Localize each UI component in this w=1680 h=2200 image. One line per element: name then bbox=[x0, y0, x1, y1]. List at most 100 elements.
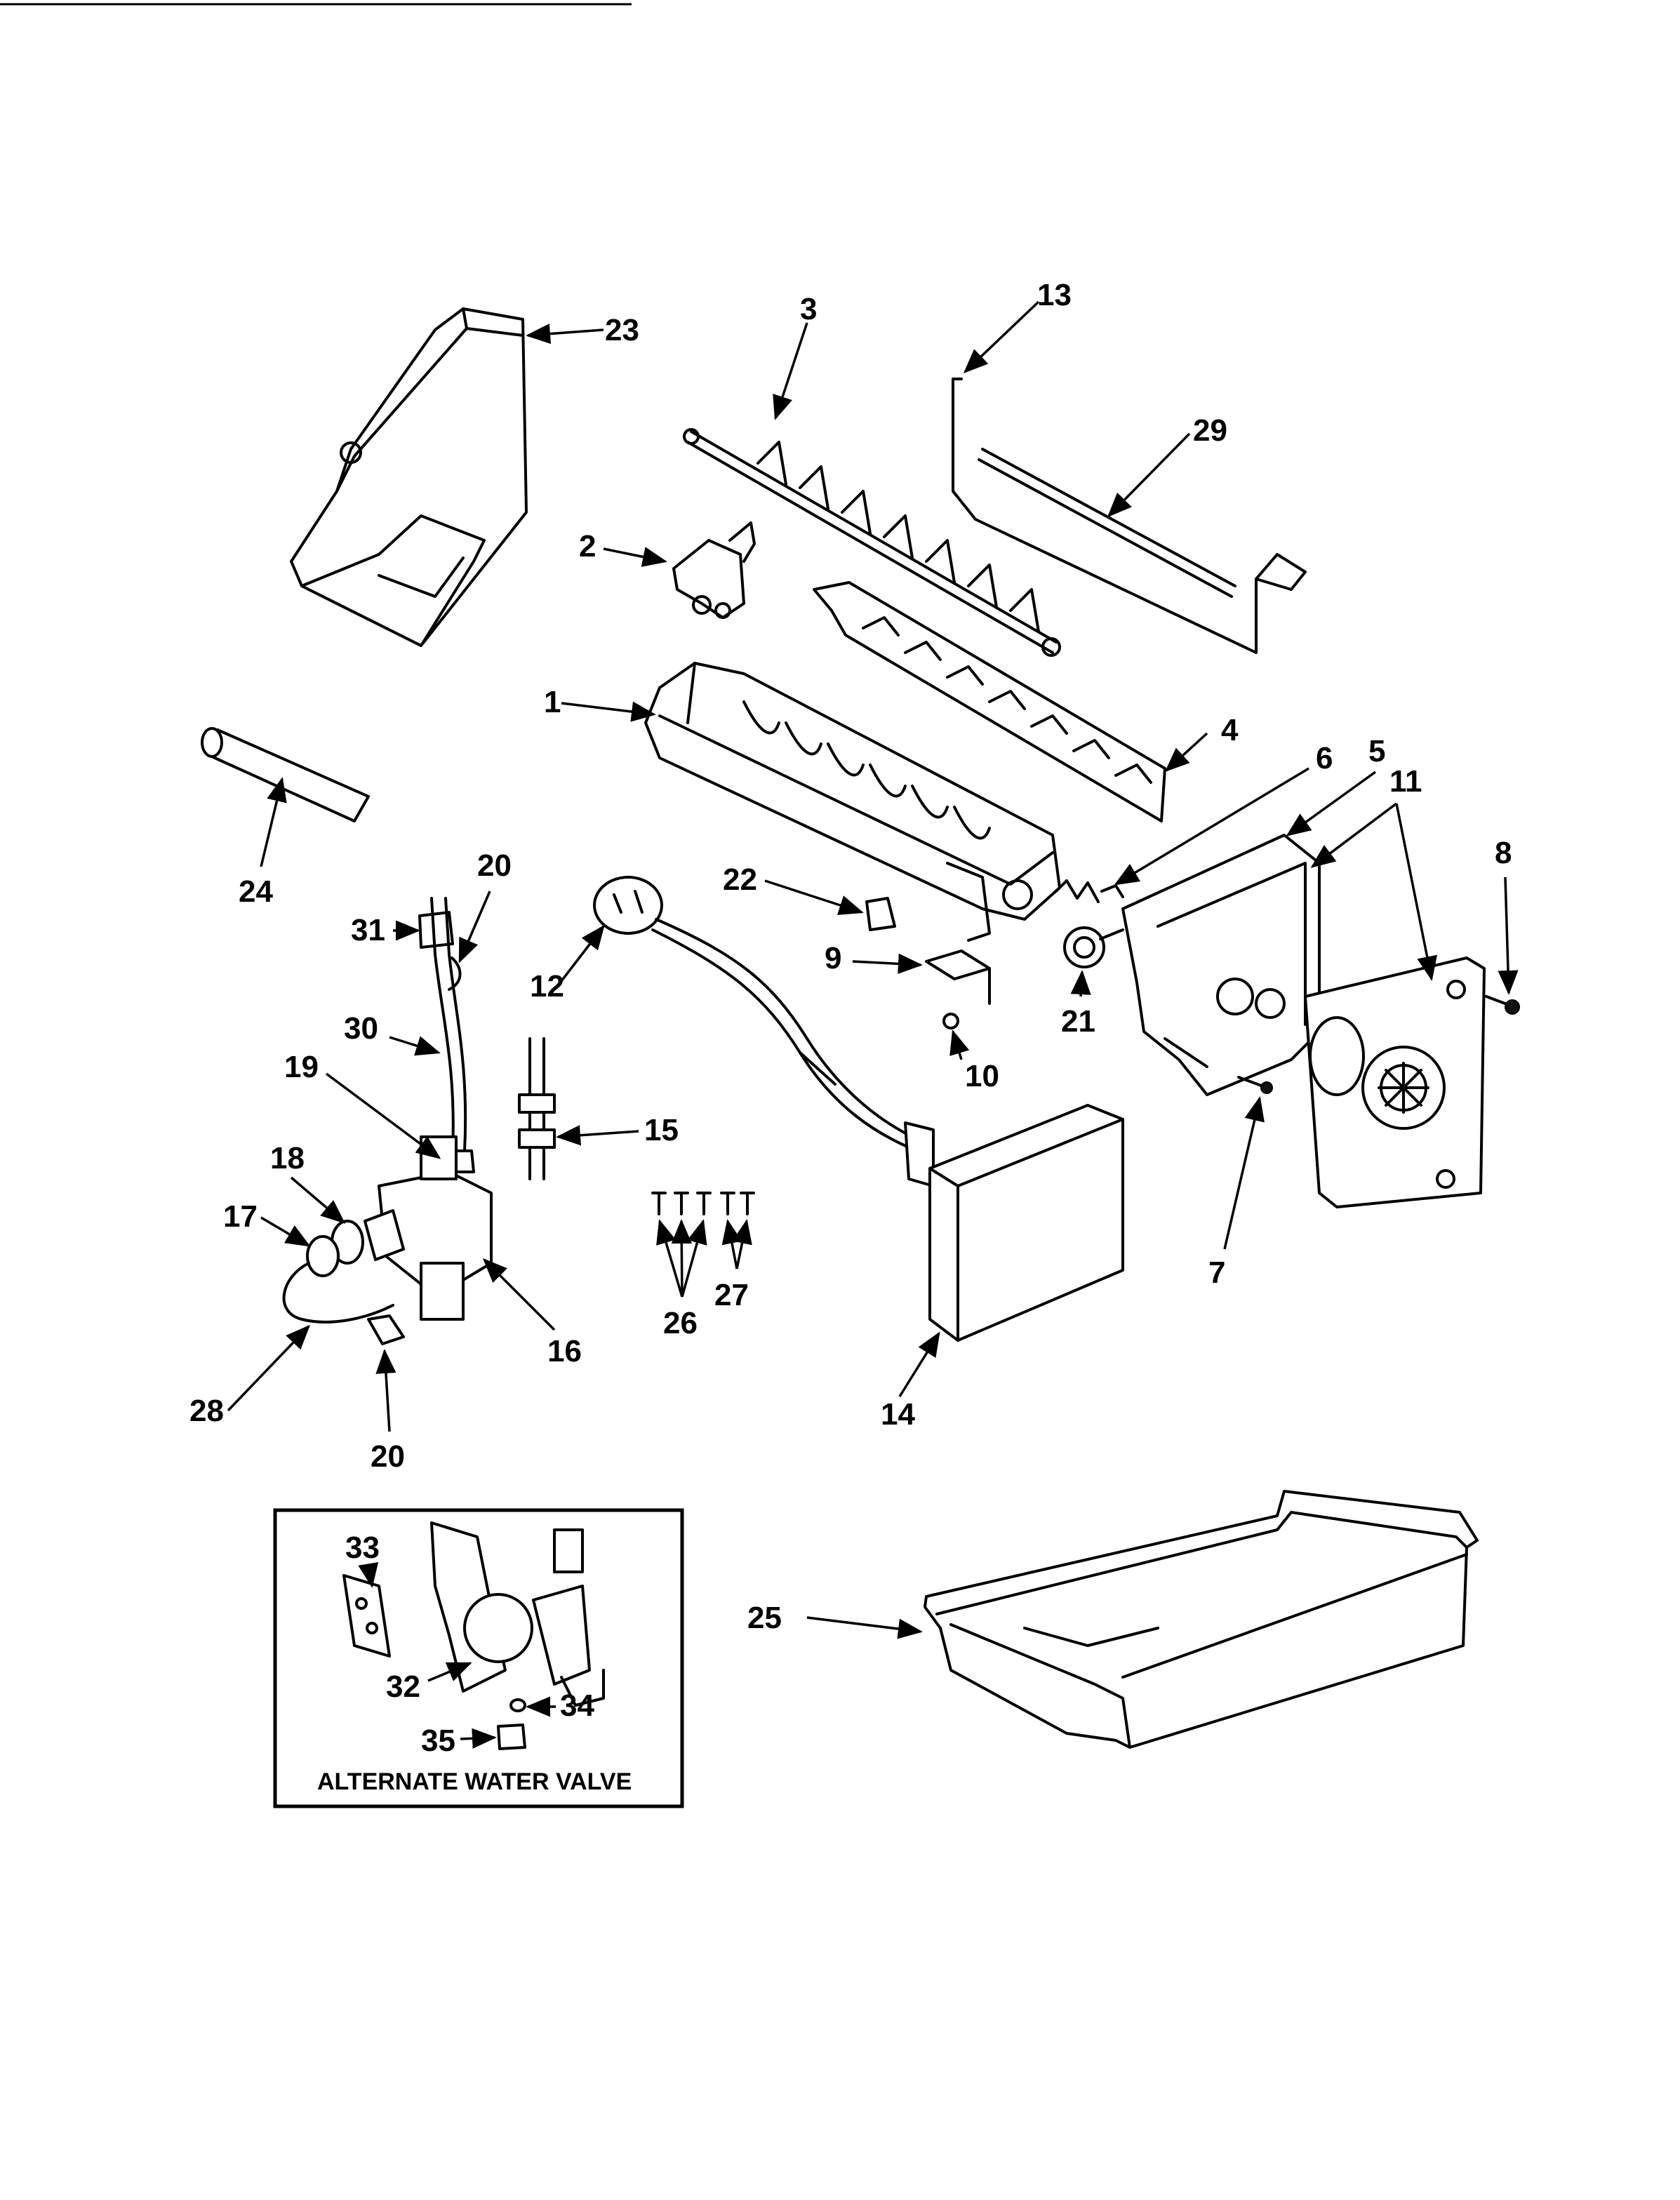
part-13-shutoff-arm bbox=[952, 378, 1307, 654]
label-14: 14 bbox=[881, 1397, 915, 1432]
part-8-screw bbox=[1485, 995, 1520, 1015]
leader-21 bbox=[1070, 970, 1091, 997]
part-29-tube bbox=[978, 448, 1236, 598]
alternate-water-valve-inset bbox=[273, 1508, 684, 1808]
label-22: 22 bbox=[723, 862, 757, 897]
part-7-screw bbox=[1237, 1076, 1273, 1094]
label-12: 12 bbox=[530, 969, 564, 1004]
leader-35 bbox=[460, 1728, 497, 1749]
leader-13 bbox=[963, 300, 1040, 374]
part-34-washer bbox=[509, 1698, 526, 1712]
leader-26a bbox=[656, 1219, 684, 1298]
label-2: 2 bbox=[579, 529, 596, 564]
leader-7 bbox=[1223, 1096, 1265, 1250]
leader-5 bbox=[1286, 771, 1377, 836]
part-14-cover bbox=[928, 1104, 1124, 1342]
leader-27b bbox=[732, 1219, 752, 1269]
label-9: 9 bbox=[825, 941, 841, 975]
label-20-top: 20 bbox=[477, 848, 512, 883]
leader-10 bbox=[949, 1029, 970, 1060]
leader-14 bbox=[898, 1331, 940, 1397]
leader-29 bbox=[1107, 432, 1191, 518]
label-21: 21 bbox=[1061, 1004, 1095, 1039]
label-34: 34 bbox=[560, 1688, 594, 1723]
part-17-cap bbox=[306, 1235, 340, 1277]
label-33: 33 bbox=[345, 1531, 380, 1565]
leader-23 bbox=[526, 324, 604, 345]
leader-1 bbox=[561, 701, 656, 722]
label-35: 35 bbox=[421, 1724, 455, 1758]
leader-30 bbox=[389, 1036, 441, 1056]
label-15: 15 bbox=[644, 1113, 679, 1147]
label-7: 7 bbox=[1208, 1255, 1225, 1290]
label-31: 31 bbox=[351, 913, 385, 947]
part-labels: 23 3 13 29 2 1 4 6 5 11 8 24 20 31 22 9 … bbox=[189, 278, 1512, 1795]
label-23: 23 bbox=[605, 313, 639, 347]
leader-28 bbox=[227, 1324, 311, 1412]
label-4: 4 bbox=[1221, 713, 1239, 747]
part-4-stripper bbox=[813, 581, 1166, 822]
leader-17 bbox=[260, 1216, 311, 1247]
leader-11a bbox=[1310, 802, 1398, 868]
part-6-spring bbox=[1055, 879, 1124, 903]
leader-26b bbox=[671, 1219, 692, 1298]
part-31-coupling bbox=[418, 911, 454, 949]
leader-12 bbox=[560, 924, 605, 982]
part-22-clip bbox=[865, 897, 896, 931]
part-21-thermostat bbox=[1063, 926, 1124, 968]
leader-25 bbox=[806, 1616, 923, 1639]
part-9-clip bbox=[925, 949, 991, 1005]
part-23-fill-cup bbox=[290, 307, 528, 647]
part-26-screws bbox=[651, 1192, 712, 1215]
leader-11b bbox=[1395, 803, 1438, 981]
part-16-water-valve bbox=[364, 1135, 493, 1321]
label-8: 8 bbox=[1495, 836, 1512, 870]
label-16: 16 bbox=[547, 1334, 582, 1368]
label-20-bottom: 20 bbox=[371, 1439, 405, 1474]
label-24: 24 bbox=[239, 874, 273, 909]
label-18: 18 bbox=[270, 1141, 305, 1175]
leader-8 bbox=[1498, 876, 1519, 995]
leader-4 bbox=[1164, 732, 1208, 772]
leader-27a bbox=[721, 1219, 742, 1269]
part-12-wire-harness bbox=[593, 876, 935, 1187]
leader-19 bbox=[325, 1072, 441, 1159]
leader-20a bbox=[458, 891, 491, 964]
leader-33 bbox=[358, 1561, 379, 1588]
leader-16 bbox=[482, 1258, 556, 1331]
label-30: 30 bbox=[344, 1011, 378, 1046]
inset-caption: ALTERNATE WATER VALVE bbox=[317, 1768, 632, 1795]
part-3-ejector bbox=[683, 428, 1061, 657]
part-2-bracket bbox=[672, 521, 756, 619]
leader-20b bbox=[375, 1349, 396, 1432]
leader-lines bbox=[227, 300, 1519, 1749]
label-26: 26 bbox=[663, 1306, 698, 1340]
label-27: 27 bbox=[714, 1278, 749, 1312]
leader-22 bbox=[764, 879, 864, 915]
part-10-screw bbox=[942, 1013, 959, 1029]
label-6: 6 bbox=[1316, 741, 1333, 775]
leader-2 bbox=[603, 547, 667, 567]
label-13: 13 bbox=[1037, 278, 1072, 312]
label-17: 17 bbox=[223, 1199, 258, 1234]
part-15-union bbox=[518, 1037, 556, 1180]
label-5: 5 bbox=[1368, 734, 1385, 768]
part-1-mold bbox=[644, 662, 1061, 942]
label-32: 32 bbox=[386, 1669, 420, 1704]
leader-15 bbox=[556, 1125, 639, 1146]
part-20-clamp bbox=[367, 956, 462, 1345]
label-28: 28 bbox=[189, 1394, 224, 1428]
part-32-valve bbox=[430, 1521, 605, 1707]
label-11: 11 bbox=[1389, 764, 1422, 799]
leader-3 bbox=[773, 322, 808, 420]
label-10: 10 bbox=[965, 1059, 999, 1093]
leader-18 bbox=[290, 1176, 346, 1224]
leader-32 bbox=[427, 1662, 472, 1682]
leader-26c bbox=[681, 1219, 707, 1298]
leader-6 bbox=[1114, 767, 1309, 886]
label-19: 19 bbox=[284, 1050, 319, 1084]
part-35-nut bbox=[497, 1724, 526, 1750]
part-11-motor bbox=[1304, 956, 1486, 1208]
label-29: 29 bbox=[1193, 413, 1227, 448]
